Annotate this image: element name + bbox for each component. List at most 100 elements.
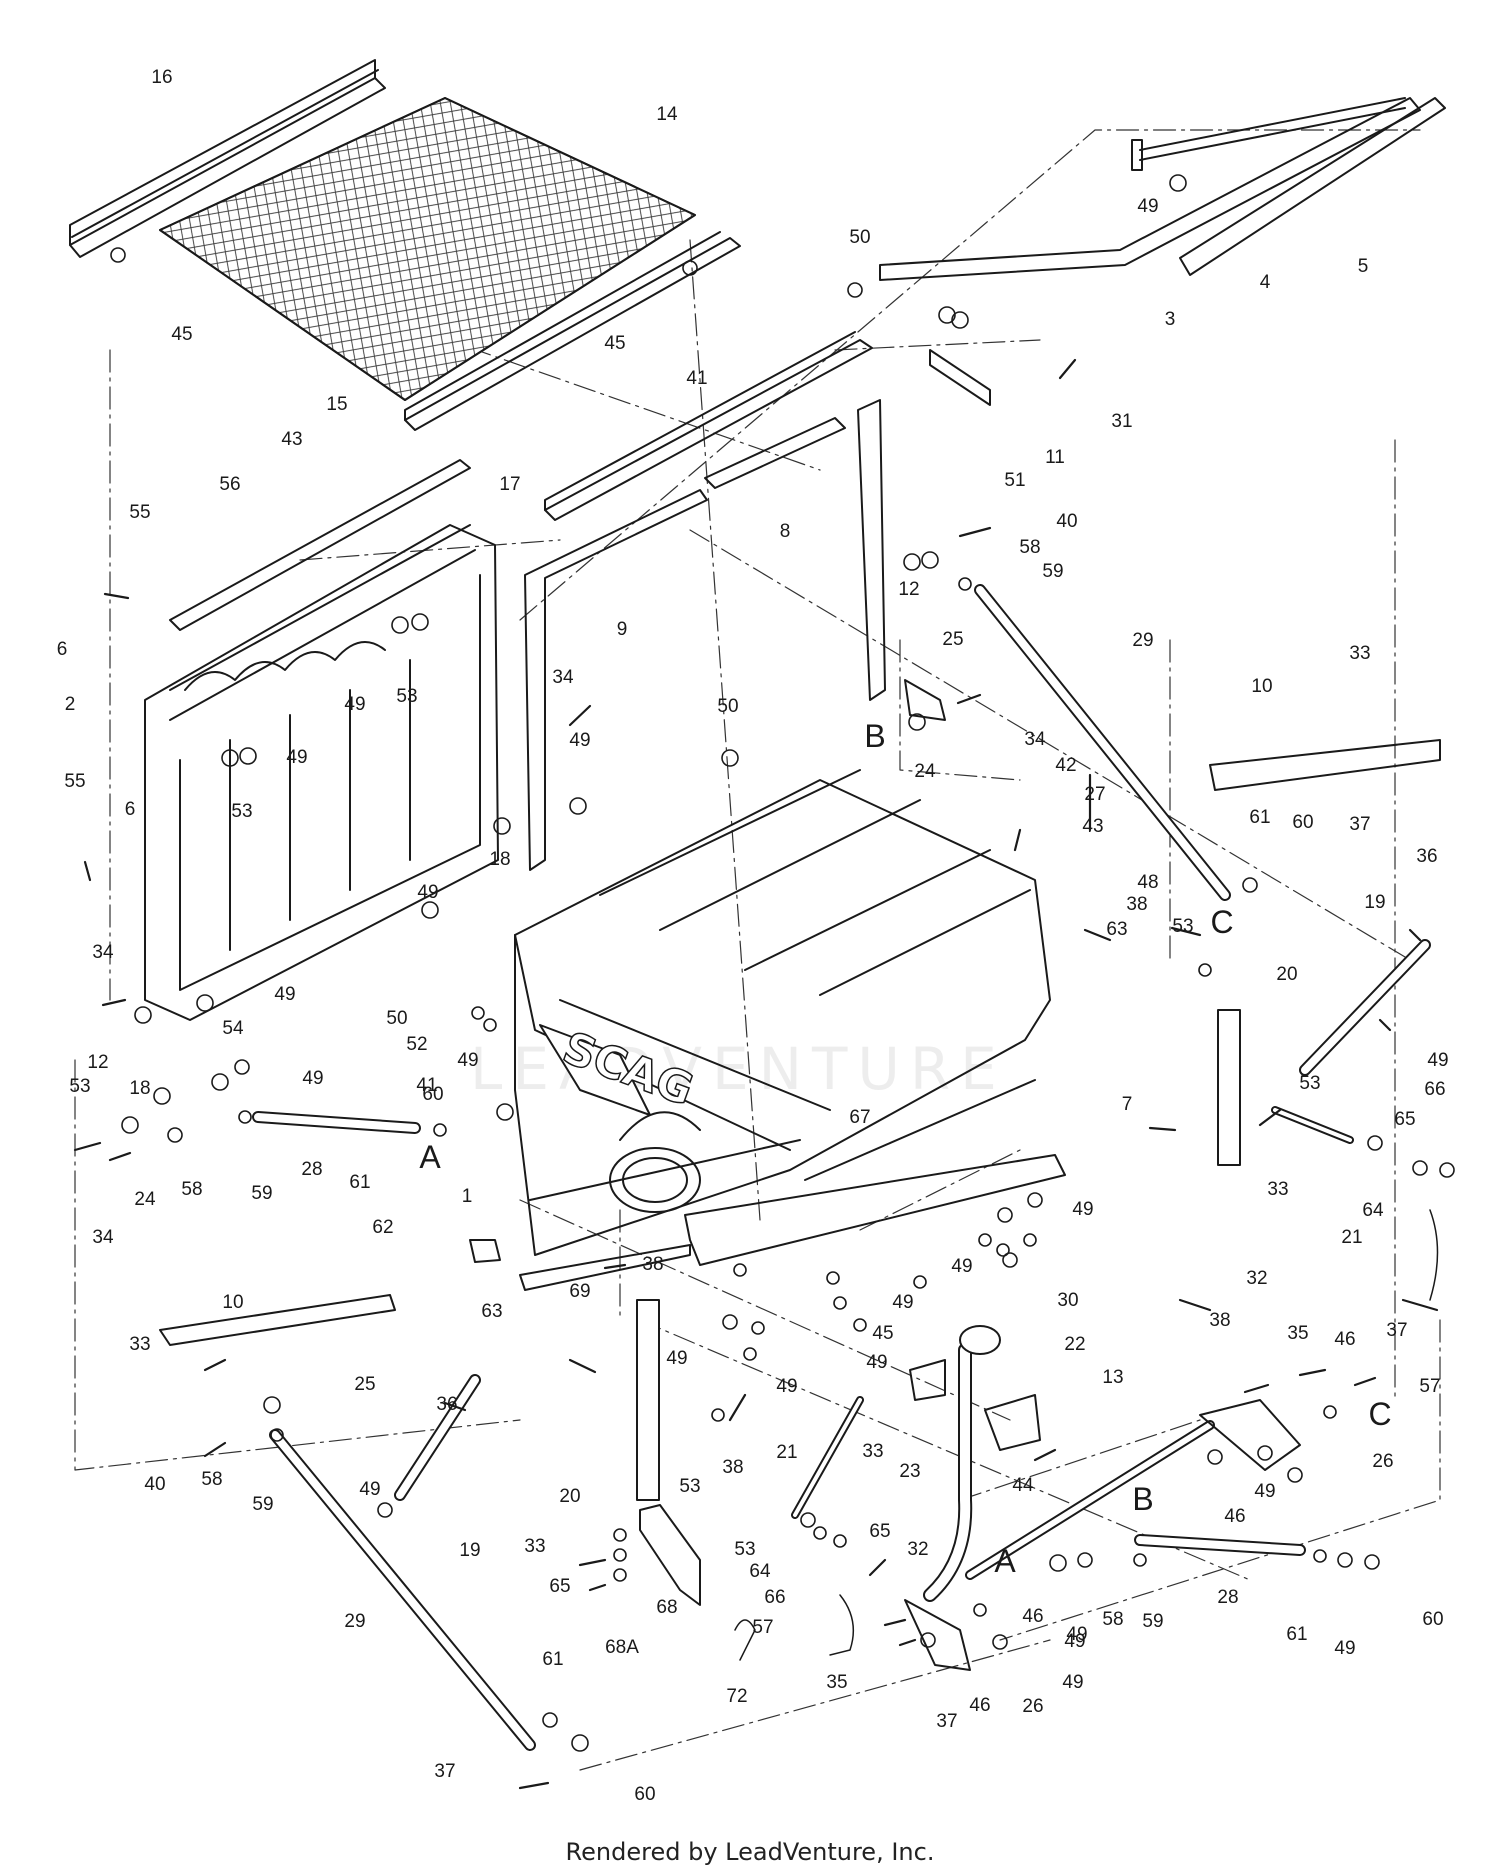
callout-label: 49: [1064, 1631, 1085, 1652]
callout-label: 7: [1122, 1094, 1133, 1115]
callout-label: 61: [349, 1172, 370, 1193]
callout-label: 61: [1286, 1624, 1307, 1645]
callout-label: 37: [434, 1761, 455, 1782]
alignment-lines: [74, 129, 1441, 1771]
callout-label: 64: [749, 1561, 771, 1582]
callout-label: 20: [559, 1486, 580, 1507]
callout-label: 57: [752, 1617, 773, 1638]
callout-label: 46: [1224, 1506, 1245, 1527]
callout-label: 6: [125, 799, 136, 820]
callout-label: 38: [1209, 1310, 1230, 1331]
part-14-screen: [159, 97, 696, 401]
callout-label: 28: [301, 1159, 322, 1180]
callout-label: 43: [281, 429, 302, 450]
callout-label: 53: [734, 1539, 755, 1560]
callout-label: 61: [542, 1649, 563, 1670]
callout-label: 41: [686, 368, 707, 389]
callout-label: 49: [1427, 1050, 1448, 1071]
callout-label: 72: [726, 1686, 747, 1707]
callout-label: 40: [144, 1474, 165, 1495]
callout-label: 49: [866, 1352, 887, 1373]
callout-label: 55: [64, 771, 85, 792]
callout-label: 42: [1055, 755, 1076, 776]
part-16-rail: [69, 59, 386, 258]
callout-label: A: [994, 1543, 1016, 1579]
part-8-plate: [704, 417, 846, 489]
callout-label: 12: [898, 579, 919, 600]
callout-label: 45: [604, 333, 625, 354]
callout-label: 67: [849, 1107, 870, 1128]
callout-label: 34: [92, 1227, 114, 1248]
callout-label: 50: [849, 227, 870, 248]
callout-label: 38: [722, 1457, 743, 1478]
callout-label: 59: [1142, 1611, 1163, 1632]
callout-label: 33: [862, 1441, 883, 1462]
callout-label: 34: [92, 942, 114, 963]
callout-label: 11: [1045, 447, 1065, 468]
callout-label: 19: [459, 1540, 480, 1561]
part-23-bracket: [909, 1359, 946, 1401]
part-3-arm: [879, 97, 1421, 281]
callout-label: 58: [201, 1469, 222, 1490]
callout-label: 41: [416, 1075, 437, 1096]
callout-label: 52: [406, 1034, 427, 1055]
callout-label: 33: [524, 1536, 545, 1557]
callout-label: 65: [869, 1521, 890, 1542]
footer-credit: Rendered by LeadVenture, Inc.: [565, 1838, 935, 1866]
fasteners: [110, 174, 1455, 1752]
callout-label: 60: [634, 1784, 655, 1805]
part-4-strip: [1179, 97, 1446, 276]
callout-label: 62: [372, 1217, 393, 1238]
callout-label: 13: [1102, 1367, 1123, 1388]
callout-label: 24: [914, 761, 936, 782]
callout-label: 1: [462, 1186, 473, 1207]
callout-label: 10: [1251, 676, 1272, 697]
callout-label: 58: [1102, 1609, 1123, 1630]
callout-label: 45: [171, 324, 192, 345]
callout-label: 49: [344, 694, 365, 715]
part-12-bracket-upper: [904, 679, 946, 721]
callout-label: 55: [129, 502, 150, 523]
callout-label: 68: [656, 1597, 677, 1618]
callout-label: 38: [642, 1254, 663, 1275]
callout-label: 19: [1364, 892, 1385, 913]
callout-label: 9: [617, 619, 628, 640]
callout-label: 32: [907, 1539, 928, 1560]
part-17-rail: [544, 331, 873, 521]
callout-label: 49: [457, 1050, 478, 1071]
callout-label: 66: [764, 1587, 785, 1608]
callout-label: 59: [252, 1494, 273, 1515]
callout-label: 63: [1106, 919, 1127, 940]
callout-label: 28: [1217, 1587, 1238, 1608]
callout-label: 66: [1424, 1079, 1445, 1100]
callout-label: C: [1210, 904, 1233, 940]
callout-label: 5: [1358, 256, 1369, 277]
callout-label: 49: [302, 1068, 323, 1089]
callout-label: 38: [1126, 894, 1147, 915]
callout-label: 3: [1165, 309, 1176, 330]
callout-label: 57: [1419, 1376, 1440, 1397]
part-1-tank: [514, 769, 1051, 1256]
callout-label: 65: [549, 1576, 570, 1597]
callout-label: 58: [181, 1179, 202, 1200]
callout-label: 22: [1064, 1334, 1085, 1355]
callout-label: 53: [231, 801, 252, 822]
callout-label: 49: [1062, 1672, 1083, 1693]
callout-label: 37: [936, 1711, 957, 1732]
callout-label: 51: [1004, 470, 1025, 491]
callout-label: 18: [129, 1078, 150, 1099]
callout-label: 2: [65, 694, 76, 715]
callout-label: 53: [396, 686, 417, 707]
callout-label: 29: [344, 1611, 365, 1632]
callout-label: 14: [656, 104, 678, 125]
callout-label: 17: [499, 474, 520, 495]
callout-label: 18: [489, 849, 510, 870]
callout-label: 49: [1072, 1199, 1093, 1220]
callout-label: 56: [219, 474, 240, 495]
callout-label: 36: [436, 1394, 457, 1415]
callout-label: 49: [776, 1376, 797, 1397]
part-22-bracket: [984, 1394, 1041, 1451]
callout-label: 69: [569, 1281, 590, 1302]
callout-label: 35: [826, 1672, 847, 1693]
callout-label: 15: [326, 394, 347, 415]
